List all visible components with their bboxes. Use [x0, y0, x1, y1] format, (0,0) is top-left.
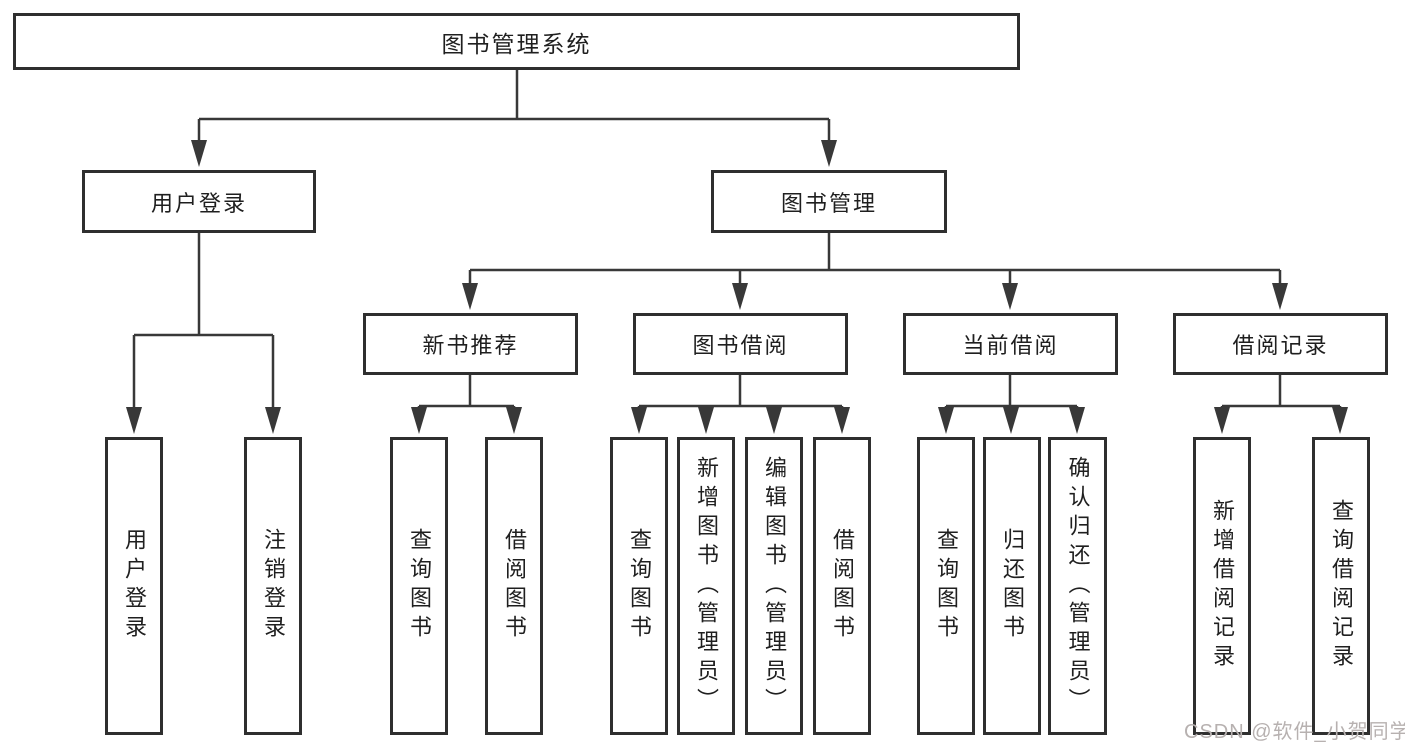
arrowheads — [126, 140, 1348, 434]
arrow-down-icon — [698, 407, 714, 434]
leaf-return-book: 归还图书 — [983, 437, 1041, 735]
node-root: 图书管理系统 — [13, 13, 1020, 70]
node-book-management: 图书管理 — [711, 170, 947, 233]
arrow-down-icon — [732, 283, 748, 310]
arrow-down-icon — [1003, 407, 1019, 434]
node-user-login-label: 用户登录 — [150, 190, 247, 216]
leaf-search-book-borrow: 查询图书 — [610, 437, 668, 735]
arrow-down-icon — [938, 407, 954, 434]
leaf-user-login: 用户登录 — [105, 437, 163, 735]
leaf-search-book-borrow-label: 查询图书 — [627, 528, 652, 644]
arrow-down-icon — [191, 140, 207, 167]
arrow-down-icon — [462, 283, 478, 310]
leaf-search-book-current-label: 查询图书 — [934, 528, 959, 644]
arrow-down-icon — [834, 407, 850, 434]
node-new-book-recommend-label: 新书推荐 — [422, 333, 519, 358]
leaf-add-borrow-record: 新增借阅记录 — [1193, 437, 1251, 735]
node-borrow-records: 借阅记录 — [1173, 313, 1388, 375]
leaf-borrow-book-recommend-label: 借阅图书 — [502, 528, 527, 644]
arrow-down-icon — [766, 407, 782, 434]
node-current-borrow-label: 当前借阅 — [962, 333, 1059, 358]
node-new-book-recommend: 新书推荐 — [363, 313, 578, 375]
arrow-down-icon — [821, 140, 837, 167]
leaf-confirm-return-admin: 确认归还（管理员） — [1048, 437, 1107, 735]
arrow-down-icon — [631, 407, 647, 434]
node-book-management-label: 图书管理 — [780, 190, 877, 216]
watermark-text: CSDN @软件_小贺同学 — [1184, 721, 1405, 743]
leaf-edit-book-admin: 编辑图书（管理员） — [745, 437, 803, 735]
arrow-down-icon — [1332, 407, 1348, 434]
node-book-borrow: 图书借阅 — [633, 313, 848, 375]
node-borrow-records-label: 借阅记录 — [1232, 333, 1329, 358]
leaf-return-book-label: 归还图书 — [1000, 528, 1025, 644]
leaf-search-book-recommend: 查询图书 — [390, 437, 448, 735]
leaf-search-borrow-record: 查询借阅记录 — [1312, 437, 1370, 735]
arrow-down-icon — [1002, 283, 1018, 310]
leaf-user-login-label: 用户登录 — [122, 528, 147, 644]
node-current-borrow: 当前借阅 — [903, 313, 1118, 375]
leaf-search-book-current: 查询图书 — [917, 437, 975, 735]
leaf-add-book-admin: 新增图书（管理员） — [677, 437, 735, 735]
arrow-down-icon — [1272, 283, 1288, 310]
leaf-search-borrow-record-label: 查询借阅记录 — [1329, 499, 1354, 673]
arrow-down-icon — [411, 407, 427, 434]
leaf-confirm-return-admin-label: 确认归还（管理员） — [1065, 455, 1091, 717]
arrow-down-icon — [265, 407, 281, 434]
leaf-borrow-book-recommend: 借阅图书 — [485, 437, 543, 735]
node-root-label: 图书管理系统 — [441, 30, 592, 57]
leaf-search-book-recommend-label: 查询图书 — [407, 528, 432, 644]
node-user-login: 用户登录 — [82, 170, 316, 233]
leaf-add-borrow-record-label: 新增借阅记录 — [1210, 499, 1235, 673]
leaf-borrow-book: 借阅图书 — [813, 437, 871, 735]
leaf-borrow-book-label: 借阅图书 — [830, 528, 855, 644]
leaf-add-book-admin-label: 新增图书（管理员） — [694, 455, 719, 717]
arrow-down-icon — [506, 407, 522, 434]
arrow-down-icon — [1214, 407, 1230, 434]
leaf-edit-book-admin-label: 编辑图书（管理员） — [762, 455, 787, 717]
node-book-borrow-label: 图书借阅 — [692, 333, 789, 358]
arrow-down-icon — [126, 407, 142, 434]
leaf-logout: 注销登录 — [244, 437, 302, 735]
leaf-logout-label: 注销登录 — [261, 528, 286, 644]
arrow-down-icon — [1069, 407, 1085, 434]
